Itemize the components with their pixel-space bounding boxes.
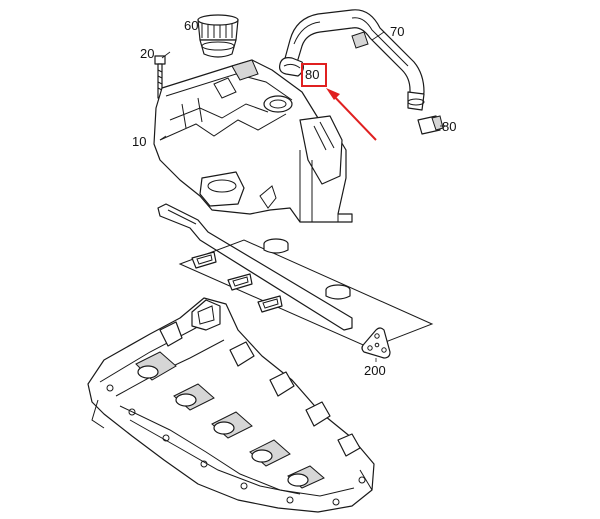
seal-1 [191,251,217,269]
ring-seal-2 [325,284,351,300]
triangular-seal [361,327,391,359]
ring-seal-1 [263,238,289,254]
callout-70: 70 [390,24,404,39]
leader-lines [159,31,446,362]
hose-clamp-top [279,57,304,77]
gasket-sheet [178,239,434,349]
callout-80-right: 80 [442,119,456,134]
seal-2 [227,273,253,291]
cylinder-head [87,297,375,513]
callout-80-top: 80 [305,67,319,82]
highlight-arrow-head [326,88,340,100]
callout-20: 20 [140,46,154,61]
callout-60: 60 [184,18,198,33]
cover-gasket-strip [157,203,353,331]
highlight-annotation [301,63,377,141]
breather-hose [283,9,425,111]
highlight-arrow-line [329,91,377,141]
hose-clamp-right [417,115,444,135]
highlight-box [301,63,327,87]
seal-3 [257,295,283,313]
oil-filler-cap [197,14,239,58]
callout-200: 200 [364,363,386,378]
callout-10: 10 [132,134,146,149]
cylinder-head-cover [153,59,353,223]
